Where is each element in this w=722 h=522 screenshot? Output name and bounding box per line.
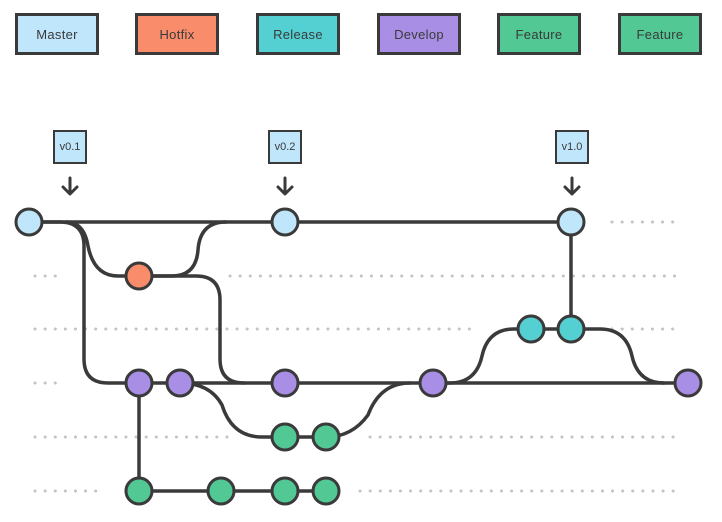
version-tag-label: v0.1 <box>59 141 81 153</box>
commit-release-2 <box>556 314 586 344</box>
commit-feature-b-2 <box>206 476 236 506</box>
branch-lines <box>27 220 690 493</box>
legend-master: Master <box>15 13 99 55</box>
version-tag-v01: v0.1 <box>53 130 87 164</box>
commit-feature-b-1 <box>124 476 154 506</box>
version-tag-label: v0.2 <box>274 141 296 153</box>
commit-develop-4 <box>418 368 448 398</box>
arrow-down-icon <box>276 176 294 196</box>
commits <box>14 207 703 506</box>
version-tag-v02: v0.2 <box>268 130 302 164</box>
dotted-guides <box>33 220 682 493</box>
commit-master-v10 <box>556 207 586 237</box>
version-tag-v10: v1.0 <box>555 130 589 164</box>
commit-feature-a-1 <box>270 422 300 452</box>
arrow-down-icon <box>61 176 79 196</box>
legend-label: Feature <box>636 26 684 42</box>
legend-label: Feature <box>515 26 563 42</box>
legend-release: Release <box>256 13 340 55</box>
version-tag-label: v1.0 <box>561 141 583 153</box>
legend-label: Develop <box>394 26 444 42</box>
commit-feature-b-3 <box>270 476 300 506</box>
commit-develop-5 <box>673 368 703 398</box>
legend-develop: Develop <box>377 13 461 55</box>
release-branch-line <box>431 327 666 385</box>
commit-develop-2 <box>165 368 195 398</box>
commit-feature-b-4 <box>311 476 341 506</box>
commit-master-v02 <box>270 207 300 237</box>
legend-label: Release <box>273 26 323 42</box>
commit-release-1 <box>516 314 546 344</box>
hotfix-merge-develop-line <box>137 274 246 385</box>
tag-arrows <box>61 176 581 196</box>
hotfix-merge-master-line <box>137 220 228 278</box>
legend-hotfix: Hotfix <box>135 13 219 55</box>
commit-hotfix <box>124 261 154 291</box>
commit-develop-1 <box>124 368 154 398</box>
legend-feature-2: Feature <box>618 13 702 55</box>
master-to-develop-line <box>27 220 690 385</box>
legend-label: Master <box>36 26 78 42</box>
commit-master-v01 <box>14 207 44 237</box>
hotfix-branch-out-line <box>64 220 141 278</box>
arrow-down-icon <box>563 176 581 196</box>
commit-feature-a-2 <box>311 422 341 452</box>
commit-develop-3 <box>270 368 300 398</box>
legend-feature-1: Feature <box>497 13 581 55</box>
legend-label: Hotfix <box>159 26 195 42</box>
